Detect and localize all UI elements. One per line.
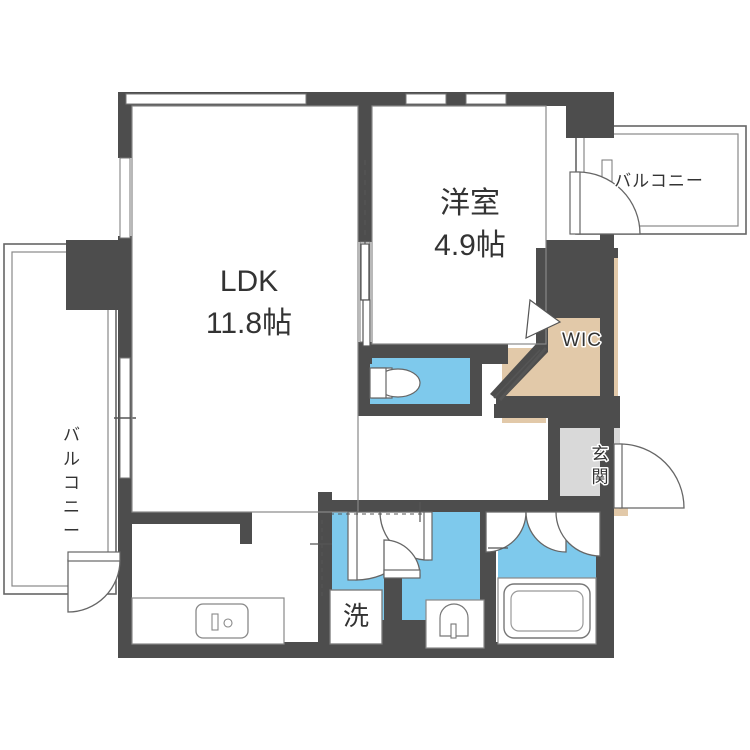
wall-washer-right xyxy=(384,576,402,646)
balcony-ne-label: バルコニー xyxy=(614,171,704,190)
sliding-panel-b[interactable] xyxy=(362,299,371,347)
walls xyxy=(66,92,620,658)
entrance-label-line1: 玄 xyxy=(592,444,609,463)
toilet-cistern xyxy=(369,367,387,399)
fixtures xyxy=(131,502,597,649)
bw-c3: コ xyxy=(63,473,81,492)
entrance-inner-door-arc[interactable] xyxy=(555,511,601,557)
vanity-basin xyxy=(439,603,469,637)
balcony-west-label: バ ル コ ニ ー xyxy=(62,424,82,542)
wall-toilet-bottom xyxy=(358,404,482,416)
bedroom-area-label: 4.9帖 xyxy=(434,229,506,262)
door-swings[interactable] xyxy=(67,171,685,613)
wall-left-upper xyxy=(118,92,132,158)
closet-door-right-arc[interactable] xyxy=(525,511,567,553)
bedroom-label: 洋室 xyxy=(440,187,500,220)
kitchen-faucet xyxy=(211,613,219,631)
wall-toilet-left xyxy=(358,352,370,414)
bathtub-inner xyxy=(510,590,584,632)
balcony-ne-door-leaf[interactable] xyxy=(569,171,581,235)
window-top-ldk xyxy=(125,93,307,105)
wall-wic-top xyxy=(536,248,618,258)
wall-stub-a xyxy=(474,352,508,364)
outline-bedroom xyxy=(371,105,547,345)
bw-c1: バ xyxy=(63,425,81,444)
wall-hall-bottom-a xyxy=(318,500,428,512)
wall-ldk-bed-upper xyxy=(358,92,372,242)
wall-hall-bottom-c xyxy=(514,500,614,512)
ldk-area-label: 11.8帖 xyxy=(206,307,292,340)
washroom-label: 洗 xyxy=(343,601,369,631)
kitchen-sink-drain xyxy=(223,618,233,628)
balcony-ne-door-arc[interactable] xyxy=(577,171,641,235)
wall-block-corner xyxy=(566,92,614,138)
bw-c4: ニ xyxy=(63,497,81,516)
wall-vanity-left xyxy=(402,620,426,646)
balcony-west-door-arc[interactable] xyxy=(67,559,121,613)
ldk-hall-door-leaf[interactable] xyxy=(347,511,358,581)
bw-c5: ー xyxy=(63,521,81,540)
room-labels: LDK 11.8帖 洋室 4.9帖 WIC 玄 関 洗 バルコニー バ ル コ … xyxy=(62,170,705,631)
window-left-upper xyxy=(119,157,131,239)
wic-label: WIC xyxy=(562,330,602,351)
sliding-doors[interactable] xyxy=(360,160,562,401)
wic-door-leaf[interactable] xyxy=(525,298,562,339)
entrance-door-arc[interactable] xyxy=(619,443,685,509)
balcony-west-door-leaf[interactable] xyxy=(67,551,121,562)
wall-hall-stub xyxy=(318,492,332,512)
wall-kitchen-right xyxy=(240,512,252,544)
window-top-bed-a xyxy=(405,93,447,105)
wall-vanity-bottom xyxy=(426,648,484,658)
entrance-label-line2: 関 xyxy=(592,467,609,486)
wall-toilet-right xyxy=(470,352,482,414)
wall-left-jog xyxy=(66,240,132,310)
window-top-bed-b xyxy=(465,93,507,105)
wall-entrance-top xyxy=(548,416,620,428)
wic-door-slab[interactable] xyxy=(498,347,548,401)
ldk-label: LDK xyxy=(220,265,278,298)
outline-ldk xyxy=(131,105,359,513)
wic-door-panel[interactable] xyxy=(493,349,541,399)
entrance-door-leaf[interactable] xyxy=(613,443,623,509)
wall-wic-bottom2 xyxy=(494,404,620,418)
wall-hall-bottom-b xyxy=(428,500,514,512)
washing-machine-pan xyxy=(329,589,383,645)
kitchen-sink-basin xyxy=(195,603,249,639)
wall-entrance-left xyxy=(548,416,560,508)
wall-kitchen-top xyxy=(132,512,252,524)
washroom-door-leaf[interactable] xyxy=(383,569,421,579)
hall-door-b-leaf[interactable] xyxy=(423,511,433,561)
vanity-faucet xyxy=(450,623,457,639)
bw-c2: ル xyxy=(63,449,81,468)
inner-outlines xyxy=(131,105,547,513)
sliding-panel-a[interactable] xyxy=(360,243,370,301)
